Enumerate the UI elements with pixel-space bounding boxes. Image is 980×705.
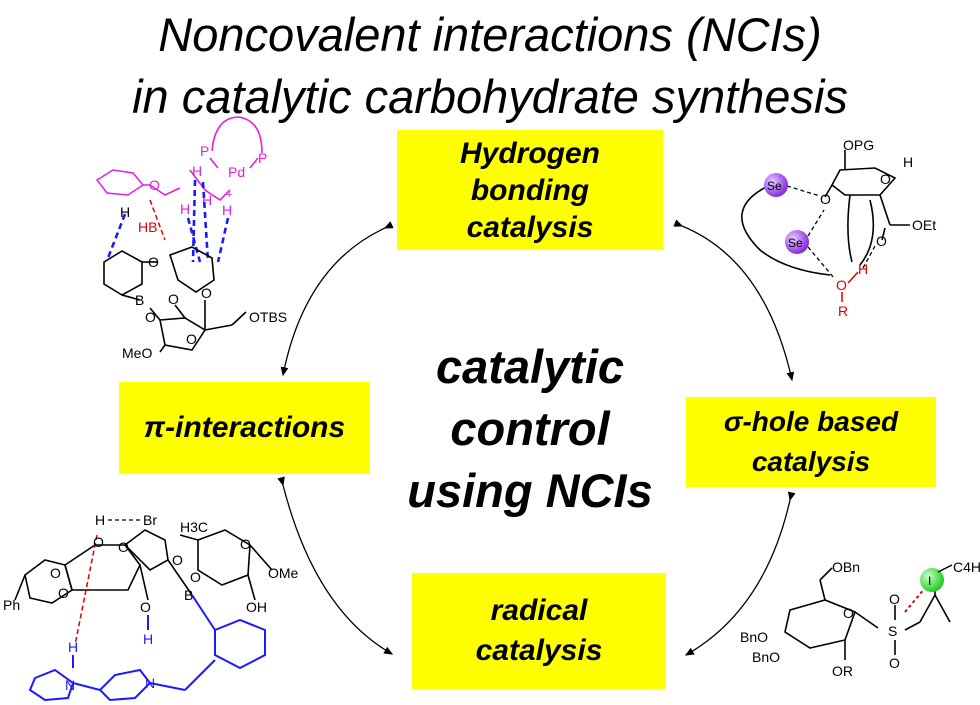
label-o-ring-tr: O xyxy=(880,171,891,187)
label-h3c: H3C xyxy=(180,519,208,535)
center-line-1: catalytic xyxy=(435,340,625,393)
label-ph: Ph xyxy=(3,597,20,613)
label-o-aryl: O xyxy=(148,254,159,270)
label-c4h9: C4H9 xyxy=(953,559,980,575)
label-h-br: H xyxy=(95,512,105,528)
label-opg: OPG xyxy=(843,137,874,153)
label-h1: H xyxy=(192,163,202,179)
label-r-red: R xyxy=(838,303,848,319)
label-o-bl4: O xyxy=(118,539,129,555)
label-pd: Pd xyxy=(228,164,245,180)
label-h-cy: H xyxy=(120,204,130,220)
structure-top-left: P Pd P O H H H H + HB H xyxy=(95,116,287,361)
box-radical-line-2: catalysis xyxy=(475,634,603,667)
label-b: B xyxy=(135,292,144,308)
cycle-arrows xyxy=(277,219,796,656)
label-o-s-top: O xyxy=(889,591,900,607)
box-hb-line-2: bonding xyxy=(470,173,590,207)
label-b-bl: B xyxy=(184,587,193,603)
label-o-bl3: O xyxy=(58,585,69,601)
label-o-bl1: O xyxy=(93,534,104,550)
label-p-right: P xyxy=(258,150,267,166)
label-obn-top: OBn xyxy=(832,559,860,575)
arrow-pi-to-radical xyxy=(277,476,394,655)
box-pi-label: π-interactions xyxy=(143,411,346,444)
label-n1: N xyxy=(65,677,75,693)
label-h3: H xyxy=(202,192,212,208)
label-h-n1: H xyxy=(68,639,78,655)
label-bno-2: BnO xyxy=(752,649,780,665)
arrow-hb-to-pi xyxy=(280,221,394,377)
label-o-s-bottom: O xyxy=(889,655,900,671)
center-line-3: using NCIs xyxy=(407,464,653,517)
center-line-2: control xyxy=(450,402,610,455)
box-sigma-line-1: σ-hole based xyxy=(723,406,899,437)
box-sigma-line-2: catalysis xyxy=(751,446,871,477)
box-radical-line-1: radical xyxy=(490,594,588,627)
box-pi-interactions: π-interactions xyxy=(119,382,370,474)
label-br: Br xyxy=(143,512,157,528)
structure-bottom-right: OBn O BnO BnO OR O S O I C4H9 xyxy=(740,559,980,679)
label-o-bl8: O xyxy=(240,536,251,552)
label-h2: H xyxy=(180,201,190,217)
label-o-allyl: O xyxy=(149,177,160,193)
label-n2: N xyxy=(145,675,155,691)
label-meo: MeO xyxy=(122,345,152,361)
label-otbs: OTBS xyxy=(249,309,287,325)
label-o-bl7: O xyxy=(190,569,201,585)
title-line-1: Noncovalent interactions (NCIs) xyxy=(158,8,822,61)
label-se-1: Se xyxy=(767,179,782,193)
box-hydrogen-bonding-catalysis: Hydrogen bonding catalysis xyxy=(397,130,663,250)
label-bno-1: BnO xyxy=(740,629,768,645)
label-o-carbonyl: O xyxy=(820,191,831,207)
label-o-b2: O xyxy=(168,291,179,307)
label-o-bl2: O xyxy=(50,565,61,581)
label-h-n2: H xyxy=(143,631,153,647)
label-se-2: Se xyxy=(788,236,803,250)
label-oet: OEt xyxy=(912,217,936,233)
label-h4: H xyxy=(222,202,232,218)
label-or: OR xyxy=(832,663,853,679)
label-o-b1: O xyxy=(145,309,156,325)
label-o-ring: O xyxy=(186,331,197,347)
label-p-left: P xyxy=(200,143,209,159)
label-h-tr: H xyxy=(903,154,913,170)
label-plus: + xyxy=(226,189,232,201)
label-s: S xyxy=(888,623,897,639)
label-o-bl6: O xyxy=(172,552,183,568)
label-h-red: H xyxy=(858,261,868,277)
box-sigma-hole-catalysis: σ-hole based catalysis xyxy=(686,397,936,487)
arrow-sigma-to-radical xyxy=(684,491,796,656)
label-oh-bl: OH xyxy=(246,599,267,615)
label-o-ester: O xyxy=(876,233,887,249)
box-hb-line-3: catalysis xyxy=(466,210,594,244)
box-radical-catalysis: radical catalysis xyxy=(412,573,666,689)
center-text: catalytic control using NCIs xyxy=(360,336,700,522)
label-o-bl5: O xyxy=(140,599,151,615)
label-o-red: O xyxy=(836,277,847,293)
label-o-ring-br: O xyxy=(843,605,854,621)
arrow-hb-to-sigma xyxy=(673,219,795,382)
structure-top-right: OPG O H O OEt O Se Se O H R xyxy=(741,137,936,319)
label-hb: HB xyxy=(138,219,157,235)
label-i: I xyxy=(928,574,931,588)
box-hb-line-1: Hydrogen xyxy=(459,136,600,170)
label-o-aryl2: O xyxy=(201,285,212,301)
structure-bottom-left: H Br O O O O Ph O O B O H3C O OMe OH xyxy=(3,512,299,702)
title-line-2: in catalytic carbohydrate synthesis xyxy=(132,70,848,123)
label-ome-bl: OMe xyxy=(268,565,299,581)
